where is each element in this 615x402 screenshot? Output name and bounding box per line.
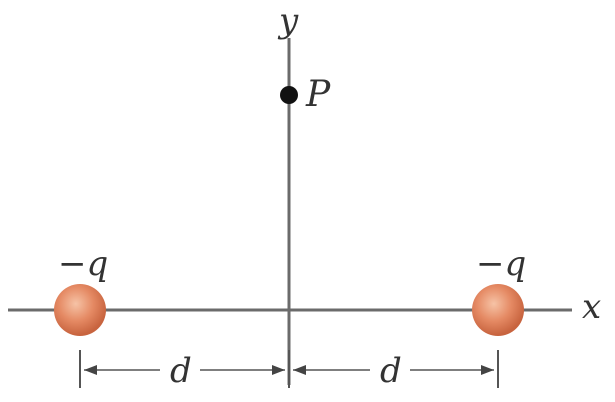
left-charge-label: −q	[58, 244, 108, 284]
right-charge-label: −q	[476, 244, 526, 284]
right-dimension-arrow-left	[293, 365, 306, 375]
point-p-marker	[280, 86, 298, 104]
x-axis-label: x	[582, 287, 601, 327]
left-dimension-label: d	[170, 351, 192, 391]
left-dimension-arrow-left	[84, 365, 97, 375]
right-dimension-label: d	[380, 351, 402, 391]
point-p-label: P	[305, 74, 331, 115]
y-axis-label: y	[277, 1, 299, 41]
left-dimension: d	[84, 351, 285, 391]
right-dimension-arrow-right	[481, 365, 494, 375]
right-charge	[472, 284, 524, 336]
left-dimension-arrow-right	[272, 365, 285, 375]
right-dimension: d	[293, 351, 494, 391]
left-charge	[54, 284, 106, 336]
